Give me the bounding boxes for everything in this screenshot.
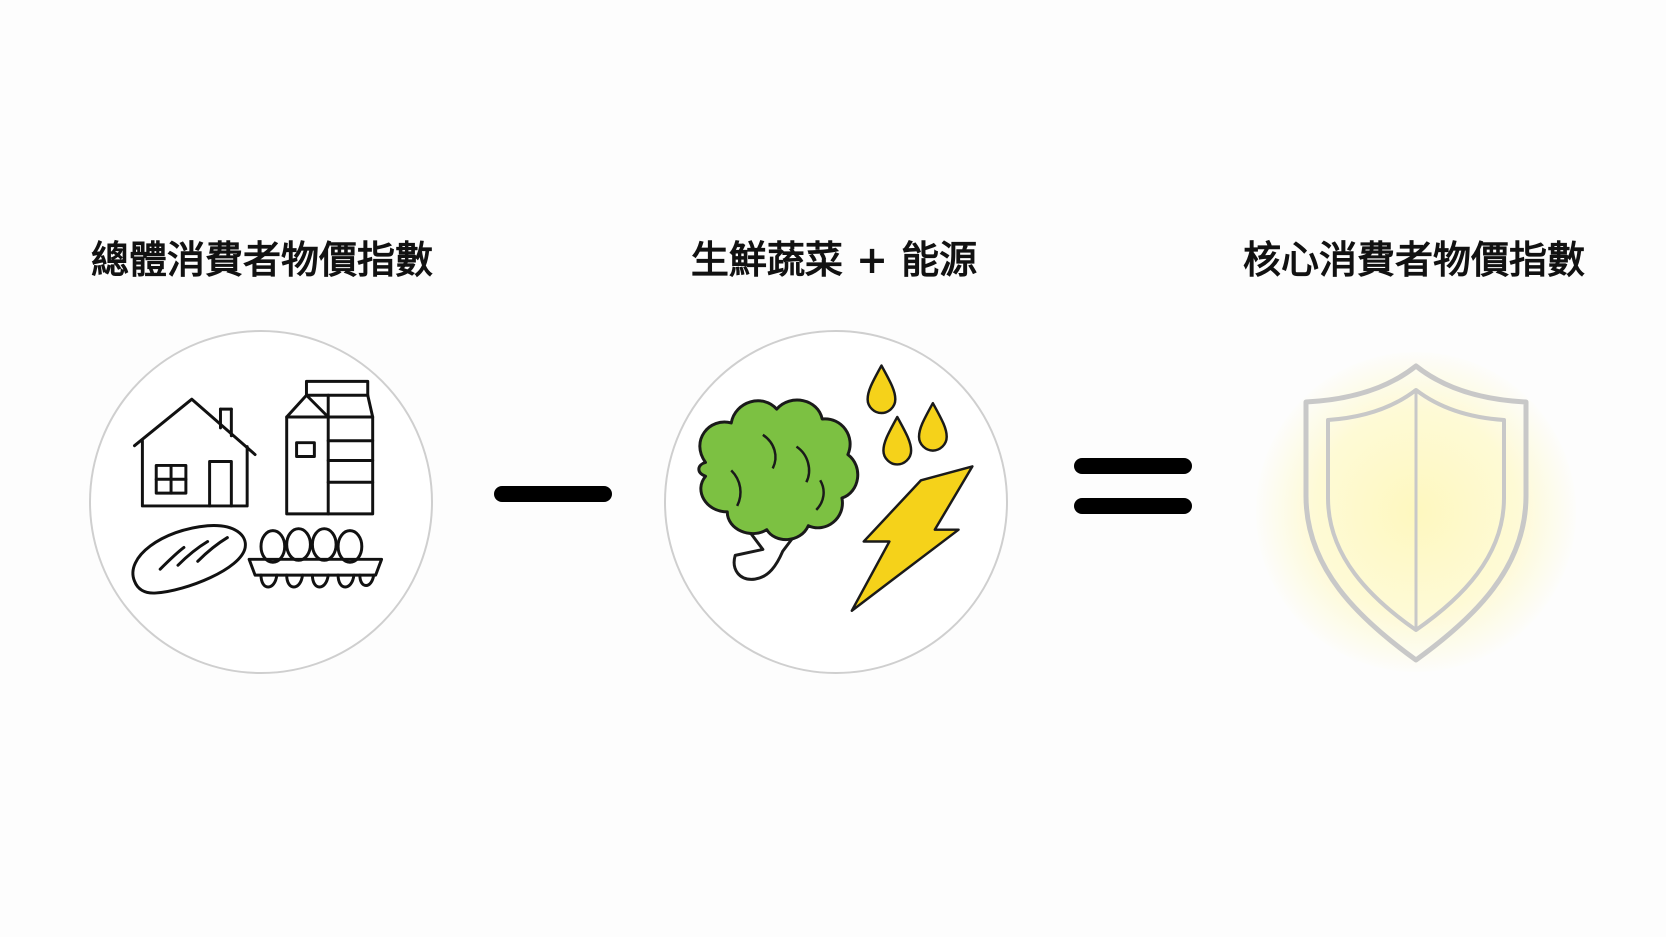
shield-icon	[1303, 363, 1529, 663]
headline-cpi-circle	[89, 330, 433, 674]
minus-bar	[494, 486, 612, 502]
bread-icon	[131, 524, 247, 595]
fresh-vegetables-energy-label: 生鮮蔬菜 + 能源	[690, 238, 978, 282]
egg-carton-icon	[247, 527, 384, 589]
broccoli-icon	[697, 398, 860, 581]
core-cpi-label: 核心消費者物價指數	[1242, 238, 1585, 282]
fresh-vegetables-energy-items	[697, 364, 974, 612]
headline-cpi-items	[131, 379, 384, 595]
equals-bar-top	[1074, 458, 1192, 474]
fresh-vegetables-energy-circle	[664, 330, 1008, 674]
milk-carton-icon	[285, 379, 375, 516]
house-icon	[133, 397, 257, 508]
core-cpi-shield-area	[1222, 318, 1610, 706]
oil-drops-icon	[866, 364, 948, 466]
equals-operator	[1074, 458, 1192, 516]
equals-bar-bottom	[1074, 498, 1192, 514]
headline-cpi-label: 總體消費者物價指數	[90, 238, 433, 282]
minus-operator	[494, 486, 612, 502]
lightning-bolt-icon	[850, 465, 974, 612]
